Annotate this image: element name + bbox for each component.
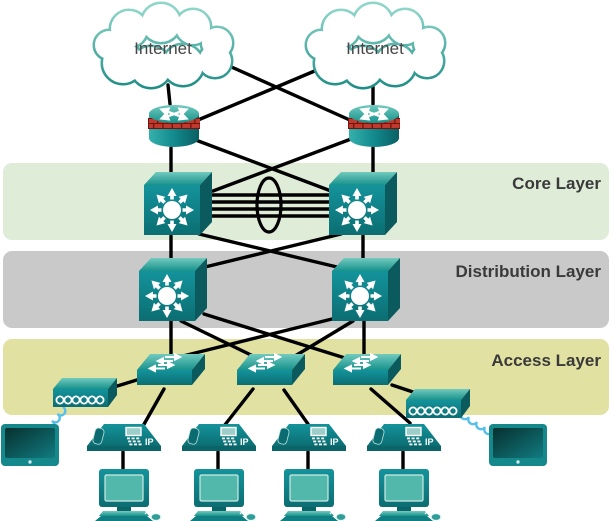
ip-phone-3-icon: IP <box>271 423 347 452</box>
core-switch-right-icon <box>329 172 397 235</box>
wireless-link-right <box>459 411 495 436</box>
ip-phone-2-icon: IP <box>181 423 257 452</box>
distribution-layer-label: Distribution Layer <box>456 262 602 281</box>
desktop-pc-3-icon <box>279 468 347 521</box>
desktop-pc-2-icon <box>189 468 257 521</box>
ip-phone-4-label: IP <box>425 437 434 447</box>
wireless-client-left-icon <box>1 424 59 466</box>
internet-label-left: Internet <box>134 39 192 58</box>
core-switch-left-icon <box>144 172 212 235</box>
wan-links <box>166 63 375 193</box>
wireless-ap-right-icon <box>405 388 471 419</box>
ip-phone-2-label: IP <box>240 437 249 447</box>
internet-label-right: Internet <box>346 39 404 58</box>
distribution-switch-left-icon <box>139 258 207 321</box>
access-layer-label: Access Layer <box>491 351 601 370</box>
desktop-pc-1-icon <box>94 468 162 521</box>
firewall-router-left-icon <box>148 105 200 147</box>
network-links <box>112 63 418 473</box>
distribution-switch-right-icon <box>332 258 400 321</box>
access-switch-left-icon <box>137 354 205 385</box>
access-switch-right-icon <box>333 354 401 385</box>
access-to-endpoint-links <box>112 377 418 473</box>
ip-phone-1-label: IP <box>145 437 154 447</box>
access-switch-middle-icon <box>237 354 305 385</box>
ip-phone-1-icon: IP <box>86 423 162 452</box>
desktop-pc-4-icon <box>374 468 442 521</box>
distribution-to-access-links <box>169 312 366 360</box>
labels: Internet Internet Core Layer Distributio… <box>134 39 601 370</box>
wireless-ap-left-icon <box>52 377 118 408</box>
core-layer-label: Core Layer <box>512 174 601 193</box>
firewall-router-right-icon <box>348 105 400 147</box>
etherchannel-links <box>207 193 334 218</box>
etherchannel-ellipse <box>255 176 283 234</box>
core-to-distribution-links <box>169 232 365 269</box>
devices: IP IP IP IP <box>1 4 547 521</box>
ip-phone-3-label: IP <box>330 437 339 447</box>
wireless-client-right-icon <box>489 424 547 466</box>
ip-phone-4-icon: IP <box>366 423 442 452</box>
